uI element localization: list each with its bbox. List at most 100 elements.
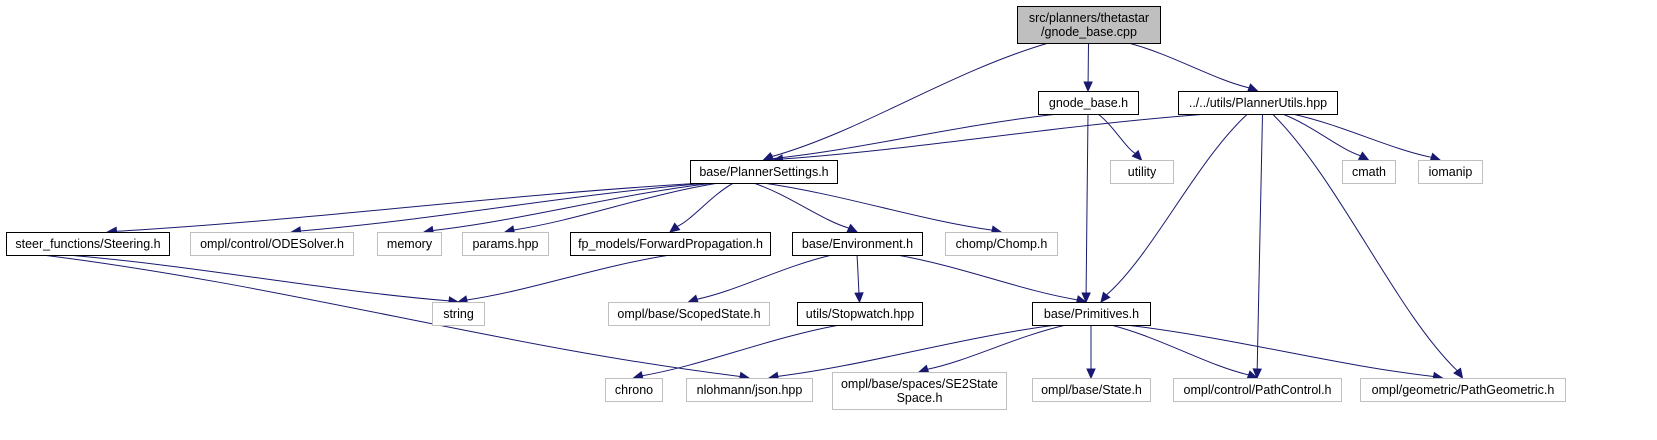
edge-line (300, 182, 709, 232)
node-label: ../../utils/PlannerUtils.hpp (1189, 96, 1327, 110)
node-json: nlohmann/json.hpp (686, 378, 813, 402)
node-label: /gnode_base.cpp (1041, 25, 1137, 39)
edge-line (1125, 324, 1434, 378)
node-label: utils/Stopwatch.hpp (806, 307, 914, 321)
edge-line (896, 254, 1078, 301)
node-odesolver: ompl/control/ODESolver.h (190, 232, 354, 256)
edge-line (1256, 113, 1263, 370)
node-label: ompl/base/State.h (1041, 383, 1142, 397)
edge-line (1085, 113, 1089, 294)
node-forward_prop[interactable]: fp_models/ForwardPropagation.h (570, 232, 771, 256)
edge-arrowhead (917, 364, 930, 374)
node-label: ompl/control/ODESolver.h (200, 237, 344, 251)
node-box (797, 302, 923, 326)
node-gnode_base_h[interactable]: gnode_base.h (1038, 91, 1139, 115)
node-box (1017, 6, 1161, 44)
node-primitives[interactable]: base/Primitives.h (1032, 302, 1151, 326)
edge-planner_utils-to-path_control (1252, 113, 1263, 380)
node-cmath: cmath (1342, 160, 1396, 184)
node-label: memory (387, 237, 433, 251)
edge-line (763, 182, 993, 231)
edge-arrowhead (1081, 292, 1091, 304)
edge-root-to-planner_settings (762, 42, 1049, 161)
node-root[interactable]: src/planners/thetastar/gnode_base.cpp (1017, 6, 1161, 44)
node-box (6, 232, 170, 256)
edge-arrowhead (1357, 151, 1370, 161)
edge-steering-to-string (67, 254, 460, 306)
edge-line (927, 324, 1067, 370)
node-scoped_state: ompl/base/ScopedState.h (608, 302, 770, 326)
edge-primitives-to-ompl_state (1086, 324, 1096, 380)
edge-line (772, 113, 1059, 160)
node-label: steer_functions/Steering.h (15, 237, 160, 251)
node-box (792, 232, 923, 256)
node-planner_utils[interactable]: ../../utils/PlannerUtils.hpp (1178, 91, 1338, 115)
edge-line (67, 254, 450, 302)
edge-planner_utils-to-iomanip (1292, 113, 1442, 162)
edge-arrowhead (1131, 149, 1143, 161)
node-label: base/PlannerSettings.h (699, 165, 828, 179)
edge-planner_utils-to-planner_settings (772, 113, 1208, 164)
node-label: base/Environment.h (802, 237, 913, 251)
node-layer: src/planners/thetastar/gnode_base.cppgno… (6, 6, 1566, 410)
edge-arrowhead (1100, 291, 1111, 303)
edge-planner_settings-to-odesolver (290, 182, 709, 236)
edge-arrowhead (1086, 368, 1096, 380)
node-params: params.hpp (462, 232, 549, 256)
edge-line (676, 182, 734, 227)
node-label: src/planners/thetastar (1029, 11, 1149, 25)
node-label: cmath (1352, 165, 1386, 179)
edge-gnode_base_h-to-utility (1097, 113, 1143, 161)
edge-line (696, 254, 833, 300)
edge-planner_settings-to-steering (106, 182, 704, 236)
node-box (1418, 160, 1483, 184)
node-box (1032, 302, 1151, 326)
edge-primitives-to-se2state (917, 324, 1067, 374)
node-box (1178, 91, 1338, 115)
edge-planner_utils-to-primitives (1100, 113, 1248, 303)
edge-line (1282, 113, 1361, 157)
node-path_control: ompl/control/PathControl.h (1173, 378, 1342, 402)
node-iomanip: iomanip (1418, 160, 1483, 184)
edge-line (1110, 324, 1249, 376)
edge-arrowhead (854, 292, 864, 304)
edge-gnode_base_h-to-planner_settings (762, 113, 1059, 164)
edge-planner_settings-to-forward_prop (669, 182, 734, 233)
edge-environment-to-scoped_state (687, 254, 833, 304)
node-string: string (432, 302, 485, 326)
edge-arrowhead (1252, 368, 1262, 380)
edge-planner_utils-to-cmath (1282, 113, 1370, 161)
node-label: ompl/control/PathControl.h (1184, 383, 1332, 397)
node-box (377, 232, 442, 256)
edge-forward_prop-to-string (456, 254, 671, 305)
edge-arrowhead (687, 294, 700, 304)
node-chrono: chrono (605, 378, 663, 402)
edge-gnode_base_h-to-primitives (1081, 113, 1091, 304)
node-environment[interactable]: base/Environment.h (792, 232, 923, 256)
edge-line (1292, 113, 1432, 158)
node-stopwatch[interactable]: utils/Stopwatch.hpp (797, 302, 923, 326)
node-box (605, 378, 663, 402)
edge-line (777, 324, 1057, 377)
edge-arrowhead (1429, 152, 1442, 162)
node-label: Space.h (897, 391, 943, 405)
node-box (1110, 160, 1174, 184)
node-steering[interactable]: steer_functions/Steering.h (6, 232, 170, 256)
edge-line (432, 182, 714, 231)
node-label: string (443, 307, 474, 321)
edge-environment-to-stopwatch (854, 254, 864, 304)
node-box (690, 160, 838, 184)
edge-line (1106, 113, 1248, 296)
node-planner_settings[interactable]: base/PlannerSettings.h (690, 160, 838, 184)
node-box (1038, 91, 1139, 115)
edge-arrowhead (1246, 83, 1259, 93)
node-label: ompl/geometric/PathGeometric.h (1372, 383, 1555, 397)
edge-planner_settings-to-params (503, 182, 719, 235)
node-label: ompl/base/spaces/SE2State (841, 377, 998, 391)
node-label: gnode_base.h (1049, 96, 1128, 110)
node-memory: memory (377, 232, 442, 256)
edge-line (1272, 113, 1458, 372)
node-path_geometric: ompl/geometric/PathGeometric.h (1360, 378, 1566, 402)
edge-line (513, 182, 719, 231)
node-box (945, 232, 1058, 256)
